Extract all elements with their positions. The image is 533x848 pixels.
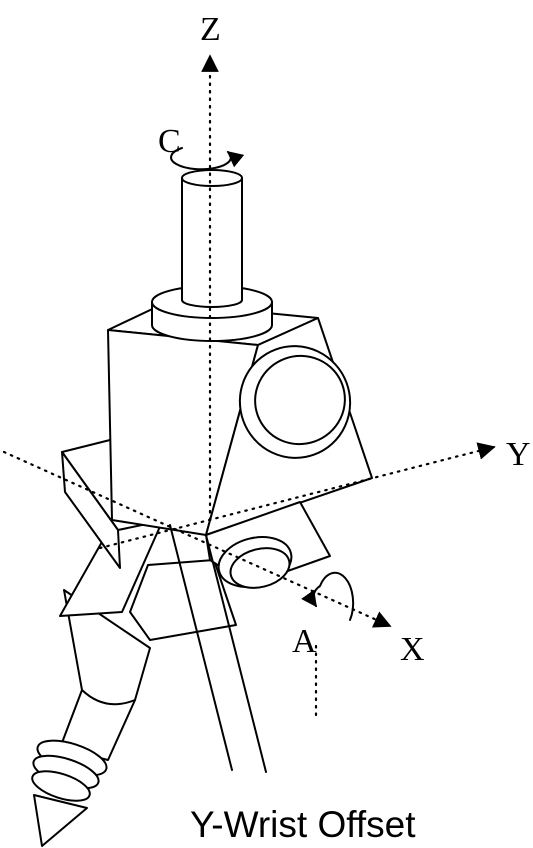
a-axis-disc: [238, 345, 352, 459]
wrist-link: [59, 509, 237, 641]
y-axis: [98, 442, 496, 550]
x-axis-label: X: [400, 631, 425, 668]
c-axis-column: [151, 169, 273, 342]
tool-probe: [31, 589, 151, 847]
y-axis-label: Y: [506, 436, 531, 473]
x-axis: [2, 450, 392, 722]
z-axis-label: Z: [200, 11, 221, 48]
y-wrist-offset-caption: Y-Wrist Offset: [190, 804, 416, 845]
offset-lines: [169, 524, 267, 773]
a-rotation-label: A: [292, 623, 317, 660]
a-rotation-arrow: [301, 571, 355, 621]
lower-disc: [217, 536, 293, 589]
c-rotation-label: C: [158, 123, 181, 160]
c-rotation-arrow: [170, 147, 245, 171]
